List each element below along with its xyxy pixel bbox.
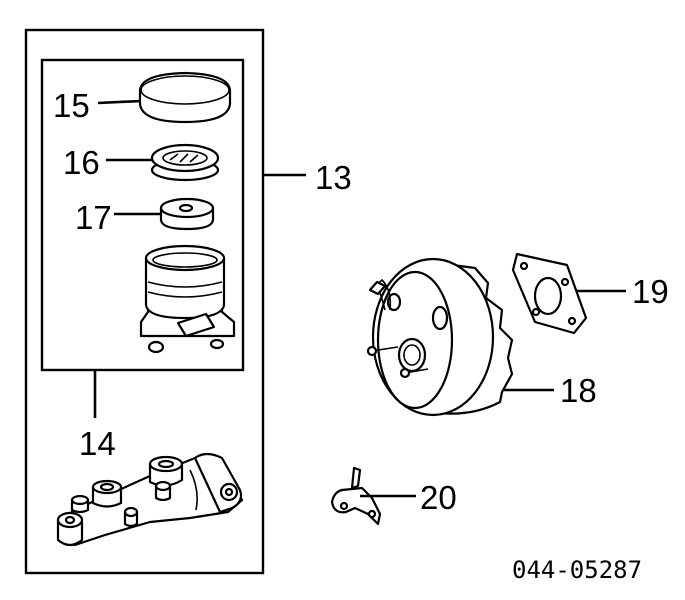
callout-13: 13 [315, 159, 352, 196]
reservoir-body [139, 244, 236, 354]
leader-15 [97, 99, 142, 105]
assembly-frame [24, 28, 265, 575]
callout-20: 20 [420, 479, 457, 516]
brake-booster [366, 257, 514, 417]
reservoir-cap [138, 71, 232, 124]
callout-18: 18 [560, 372, 597, 409]
callout-14: 14 [79, 425, 116, 462]
callout-15: 15 [53, 87, 90, 124]
diagram-code: 044-05287 [512, 556, 642, 584]
master-cylinder [56, 452, 244, 547]
reservoir-kit-frame [40, 58, 245, 372]
callout-16: 16 [63, 144, 100, 181]
callout-19: 19 [632, 273, 669, 310]
reservoir-grommet [159, 197, 215, 231]
booster-gasket [511, 252, 588, 335]
callout-17: 17 [75, 199, 112, 236]
reservoir-strainer [150, 143, 220, 182]
